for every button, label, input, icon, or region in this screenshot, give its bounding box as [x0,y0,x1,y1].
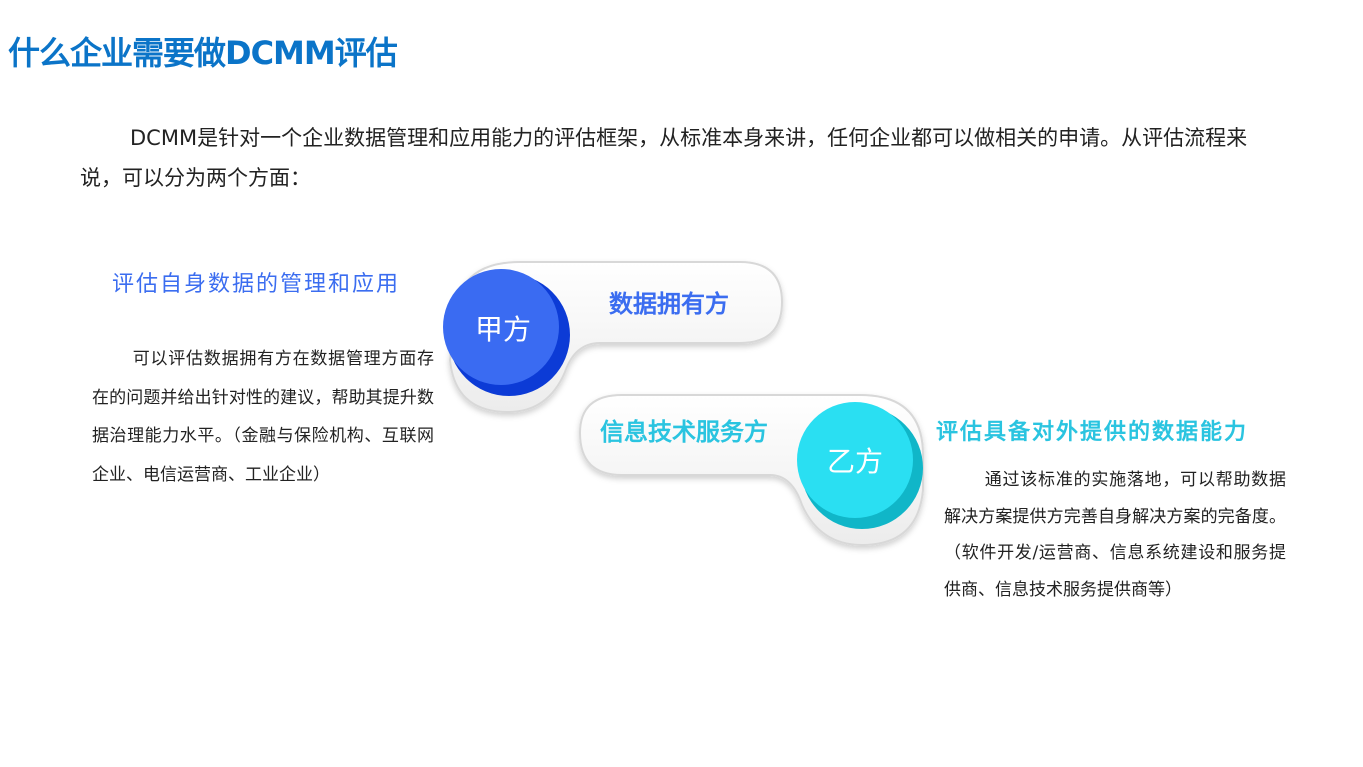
party-b-badge: 乙方 [827,445,883,478]
party-a-description: 可以评估数据拥有方在数据管理方面存在的问题并给出针对性的建议，帮助其提升数据治理… [92,340,434,494]
party-b-capsule: 乙方 信息技术服务方 [578,394,924,547]
party-a-circle [443,269,559,385]
intro-paragraph: DCMM是针对一个企业数据管理和应用能力的评估框架，从标准本身来讲，任何企业都可… [80,118,1260,198]
party-a-role: 数据拥有方 [609,290,729,318]
party-b-role: 信息技术服务方 [600,418,768,446]
party-a-description-text: 可以评估数据拥有方在数据管理方面存在的问题并给出针对性的建议，帮助其提升数据治理… [92,349,434,485]
party-a-heading: 评估自身数据的管理和应用 [112,272,401,297]
party-a-badge: 甲方 [475,313,531,346]
party-a-capsule: 甲方 数据拥有方 [443,261,784,414]
party-b-description: 通过该标准的实施落地，可以帮助数据解决方案提供方完善自身解决方案的完备度。（软件… [944,462,1286,608]
party-b-heading: 评估具备对外提供的数据能力 [936,420,1249,445]
intro-text: DCMM是针对一个企业数据管理和应用能力的评估框架，从标准本身来讲，任何企业都可… [80,126,1248,190]
party-b-description-text: 通过该标准的实施落地，可以帮助数据解决方案提供方完善自身解决方案的完备度。（软件… [944,470,1286,600]
page-title: 什么企业需要做DCMM评估 [8,34,398,72]
party-b-circle [797,402,913,518]
